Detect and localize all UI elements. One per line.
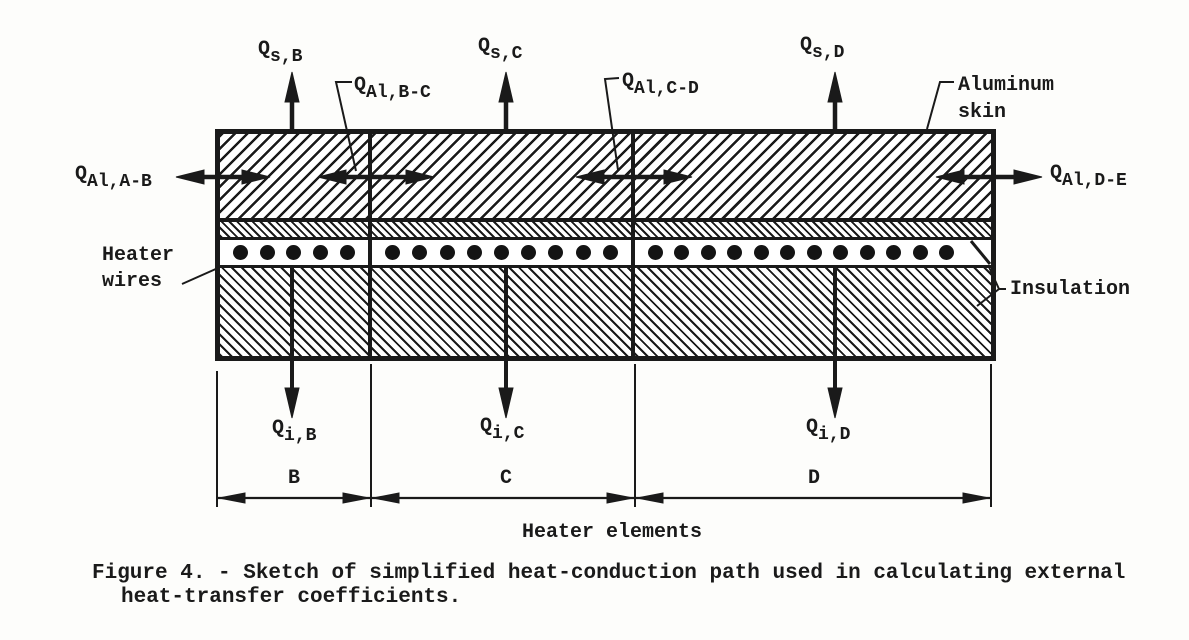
insulation-layer	[220, 268, 991, 356]
heater-wire-dot	[385, 245, 401, 260]
label-qiD: Qi,D	[806, 416, 851, 445]
aluminum-skin-layer	[220, 134, 991, 218]
up-arrow-qsD	[827, 71, 843, 131]
heater-wire-dot	[521, 245, 537, 260]
heater-wire-dot	[833, 245, 849, 260]
heater-wires-section-c	[373, 240, 630, 265]
heater-wire-dot	[939, 245, 955, 260]
label-qsD: Qs,D	[800, 34, 845, 63]
heater-wire-dot	[806, 245, 822, 260]
up-arrow-qsB	[284, 71, 300, 131]
heater-wire-dot	[575, 245, 591, 260]
up-arrow-qsC	[498, 71, 514, 131]
figure-caption-line2: heat-transfer coefficients.	[121, 586, 462, 609]
heater-wire-dot	[412, 245, 428, 260]
heater-wire-dot	[602, 245, 618, 260]
heater-wire-dot	[647, 245, 663, 260]
heater-wire-dot	[859, 245, 875, 260]
heater-wires-section-b	[221, 240, 367, 265]
heater-wire-dot	[727, 245, 743, 260]
label-qAlDE: QAl,D-E	[1050, 162, 1127, 191]
heater-wires-section-d	[636, 240, 966, 265]
label-heater-elements: Heater elements	[522, 521, 703, 544]
heater-wire-dot	[912, 245, 928, 260]
label-qsB: Qs,B	[258, 38, 303, 67]
heater-wire-dot	[886, 245, 902, 260]
skin-insulation-boundary	[217, 218, 993, 222]
heater-wire-dot	[232, 245, 248, 260]
label-qiC: Qi,C	[480, 415, 525, 444]
label-qAlCD: QAl,C-D	[622, 70, 699, 99]
label-heater-wires-line1: Heater	[102, 244, 175, 267]
strip-channel-boundary	[217, 237, 993, 240]
channel-insulation-boundary	[217, 265, 993, 268]
section-divider-b-c	[368, 130, 372, 360]
upper-insulation-strip	[220, 222, 991, 237]
label-section-B: B	[288, 467, 301, 490]
label-aluminum-skin-line2: skin	[958, 101, 1007, 124]
label-qiB: Qi,B	[272, 417, 317, 446]
heater-wire-dot	[780, 245, 796, 260]
leader-heater-wires	[181, 267, 219, 285]
label-qAlAB: QAl,A-B	[75, 163, 152, 192]
heater-wire-dot	[340, 245, 356, 260]
heater-wire-dot	[313, 245, 329, 260]
label-qsC: Qs,C	[478, 35, 523, 64]
heater-wire-dot	[753, 245, 769, 260]
dimension-line-heater-elements	[218, 492, 990, 504]
heater-wire-dot	[493, 245, 509, 260]
label-section-C: C	[500, 467, 513, 490]
heater-wire-dot	[286, 245, 302, 260]
label-section-D: D	[808, 467, 821, 490]
label-insulation: Insulation	[1010, 278, 1131, 301]
heater-wire-dot	[466, 245, 482, 260]
heater-wire-dot	[700, 245, 716, 260]
label-aluminum-skin-line1: Aluminum	[958, 74, 1055, 97]
heater-wire-dot	[439, 245, 455, 260]
figure-caption-line1: Figure 4. - Sketch of simplified heat-co…	[92, 562, 1126, 585]
dimension-extension-lines	[216, 364, 992, 507]
leader-aluminum-skin	[926, 81, 954, 130]
section-divider-c-d	[631, 130, 635, 360]
label-qAlBC: QAl,B-C	[354, 74, 431, 103]
heater-wire-dot	[259, 245, 275, 260]
heater-wire-dot	[674, 245, 690, 260]
label-heater-wires-line2: wires	[102, 270, 163, 293]
heater-wire-dot	[548, 245, 564, 260]
